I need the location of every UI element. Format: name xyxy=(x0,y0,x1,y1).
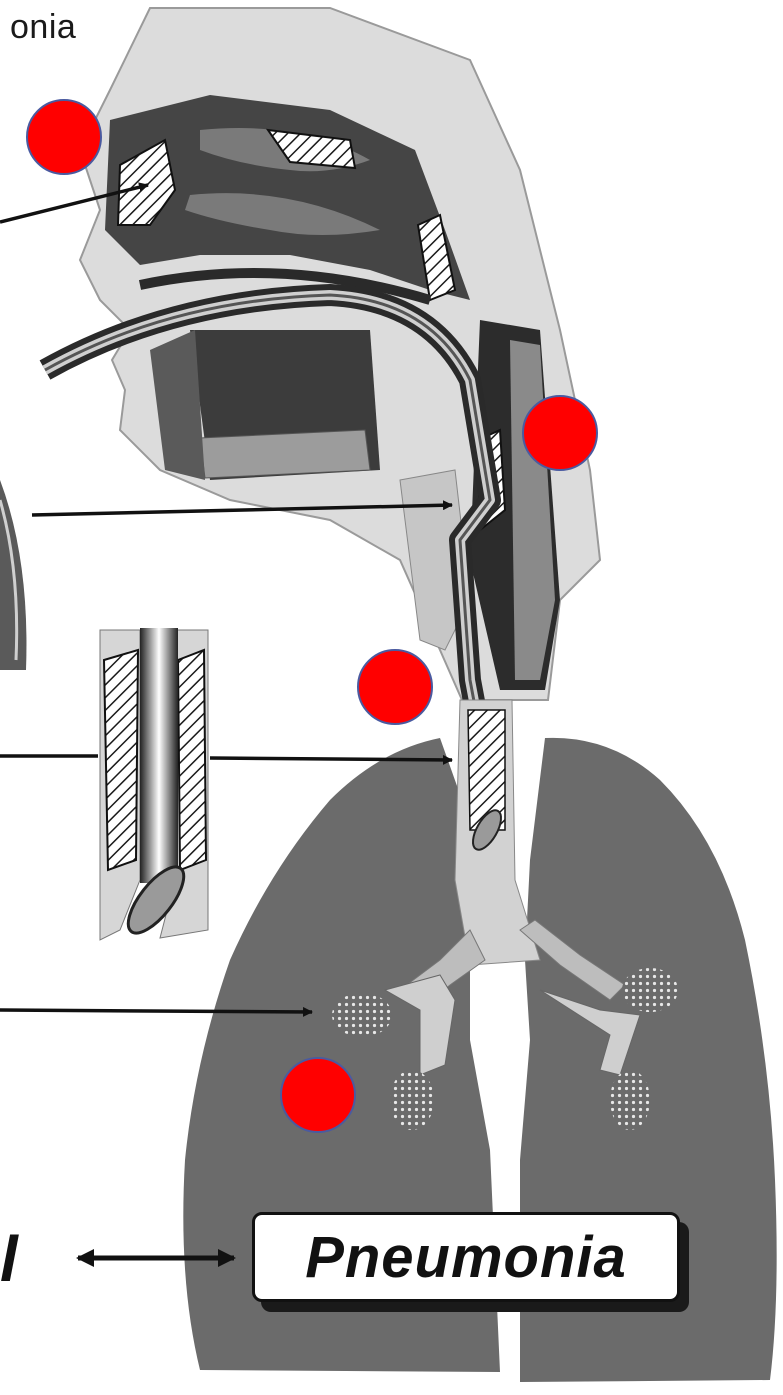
alveoli-cluster xyxy=(332,993,392,1037)
arrow-right xyxy=(210,758,452,760)
inset-tube xyxy=(140,628,178,883)
pneumonia-label: Pneumonia xyxy=(305,1224,627,1291)
title-fragment: onia xyxy=(10,8,76,47)
red-dot-marker xyxy=(358,650,432,724)
pneumonia-label-box: Pneumonia xyxy=(252,1212,680,1302)
teeth xyxy=(200,430,370,478)
inset-hatch-right xyxy=(178,650,206,870)
red-dot-marker xyxy=(27,100,101,174)
alveoli-cluster xyxy=(390,1070,434,1130)
red-dot-marker xyxy=(281,1058,355,1132)
inset-hatch-left xyxy=(104,650,138,870)
arrow-right xyxy=(0,1010,312,1012)
alveoli-cluster xyxy=(622,968,678,1012)
cropped-left-figure xyxy=(0,480,26,670)
trachea-inset xyxy=(98,628,210,944)
cropped-label-glyph: l xyxy=(0,1222,18,1296)
alveoli-cluster xyxy=(610,1070,650,1130)
red-dot-marker xyxy=(523,396,597,470)
